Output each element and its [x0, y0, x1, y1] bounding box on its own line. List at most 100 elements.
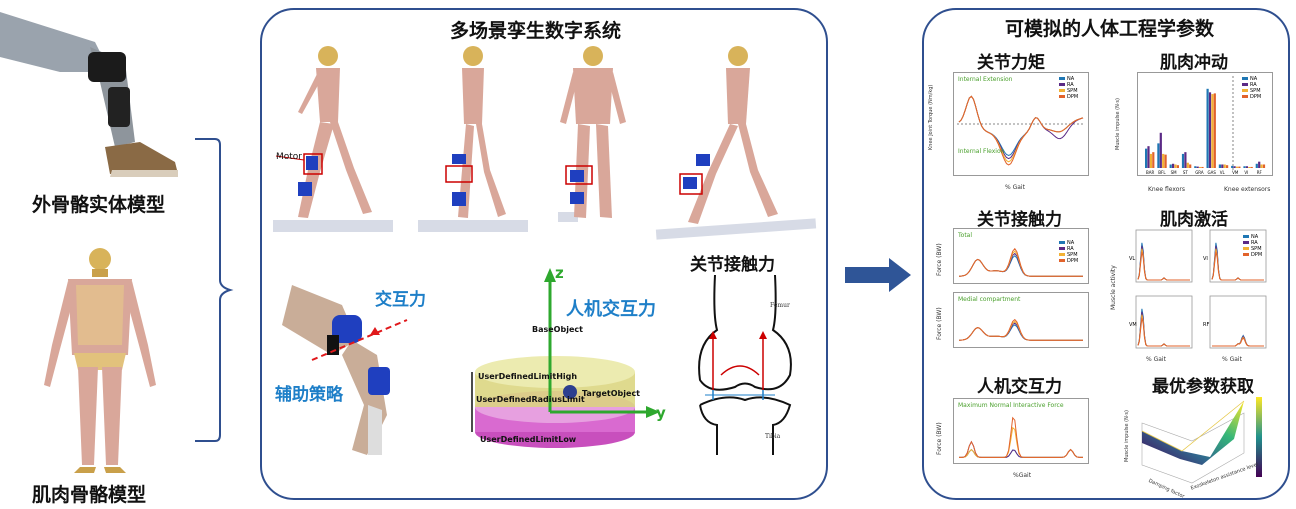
impulse-bar — [1172, 163, 1175, 168]
legend-swatch — [1243, 247, 1249, 250]
joint-moment-line — [958, 95, 1084, 166]
joint-moment-curves — [957, 95, 1085, 166]
joint-contact-total-chart — [953, 228, 1089, 284]
exoskeleton-model-label: 外骨骼实体模型 — [32, 194, 166, 216]
joint-contact-line — [958, 320, 1083, 341]
legend-swatch — [1059, 241, 1065, 244]
y-axis-label: y — [656, 404, 666, 422]
impulse-bar — [1226, 165, 1229, 168]
hmi-force-line — [959, 426, 1083, 458]
jc-ylabel-2: Force (BW) — [936, 307, 943, 340]
impulse-bar — [1194, 166, 1197, 168]
legend-label: SPM — [1067, 88, 1078, 94]
impulse-bar — [1248, 166, 1251, 168]
hmi-force-title: 人机交互力 — [977, 377, 1062, 397]
impulse-bar — [1152, 152, 1155, 168]
legend-swatch — [1059, 89, 1065, 92]
hmi-force-curves — [959, 416, 1083, 458]
assist-strategy-label: 辅助策略 — [275, 385, 343, 405]
hmi-force-line — [959, 440, 1083, 458]
impulse-bar — [1218, 164, 1221, 168]
impulse-category: VI — [1244, 170, 1248, 175]
impulse-bar — [1206, 88, 1209, 168]
impulse-category: SM — [1171, 170, 1178, 175]
limit-high-label: UserDefinedLimitHigh — [478, 372, 578, 381]
impulse-bar — [1145, 148, 1148, 168]
impulse-bar — [1235, 166, 1239, 168]
impulse-bar — [1213, 93, 1216, 168]
musculoskeletal-model-label: 肌肉骨骼模型 — [32, 484, 147, 506]
legend-swatch — [1059, 77, 1065, 80]
joint-contact-title: 关节接触力 — [977, 210, 1062, 230]
base-object-label: BaseObject — [532, 325, 583, 334]
impulse-bar — [1149, 153, 1152, 168]
legend-swatch — [1242, 77, 1248, 80]
activation-line — [1211, 251, 1264, 281]
legend-label: NA — [1067, 240, 1075, 246]
z-axis-label: z — [555, 264, 564, 282]
impulse-group-extensors: Knee extensors — [1224, 186, 1271, 193]
impulse-bar — [1174, 164, 1177, 168]
impulse-bar — [1258, 161, 1261, 168]
impulse-category: BAR — [1146, 170, 1154, 175]
legend-label: NA — [1251, 234, 1259, 240]
activation-ylabel: Muscle activity — [1110, 265, 1117, 310]
digital-twin-title: 多场景孪生数字系统 — [450, 20, 622, 42]
legend-swatch — [1059, 253, 1065, 256]
activation-muscle-label: VM — [1129, 322, 1137, 328]
joint-moment-line — [958, 95, 1084, 157]
legend-swatch — [1059, 95, 1065, 98]
activation-panel — [1209, 295, 1267, 349]
impulse-bar — [1176, 165, 1179, 168]
impulse-bar — [1238, 166, 1241, 168]
joint-contact-medial-curves — [958, 318, 1083, 341]
motor-label: Motor — [276, 152, 303, 162]
activation-muscle-label: RF — [1203, 322, 1209, 328]
impulse-category: BFL — [1158, 170, 1166, 175]
hmi-xlabel: %Gait — [1013, 472, 1032, 479]
activation-muscle-label: VI — [1203, 256, 1208, 262]
impulse-bar — [1231, 165, 1234, 168]
joint-moment-title: 关节力矩 — [977, 53, 1045, 73]
impulse-bar — [1221, 164, 1224, 168]
impulse-bar — [1208, 92, 1212, 168]
target-object-label: TargetObject — [582, 389, 641, 398]
musculoskeletal-figure — [30, 245, 170, 475]
interaction-force-label: 交互力 — [375, 290, 426, 310]
jc-ylabel-1: Force (BW) — [936, 243, 943, 276]
impulse-bar — [1147, 146, 1150, 168]
impulse-group-flexors: Knee flexors — [1148, 186, 1186, 193]
legend-label: DPM — [1250, 94, 1261, 100]
impulse-bar — [1164, 154, 1167, 168]
impulse-bar — [1223, 164, 1226, 168]
hmi-ylabel: Force (BW) — [936, 422, 943, 455]
legend-swatch — [1242, 95, 1248, 98]
impulse-ylabel: Muscle impulse (N·s) — [1115, 98, 1121, 150]
legend-swatch — [1243, 253, 1249, 256]
impulse-category: GAS — [1208, 170, 1217, 175]
joint-contact-total-curves — [958, 247, 1083, 277]
activation-xlabel-1: % Gait — [1146, 356, 1166, 363]
impulse-bar — [1162, 153, 1165, 168]
joint-contact-medial-chart — [953, 292, 1089, 348]
impulse-bar — [1184, 152, 1187, 168]
hmi-note: Maximum Normal Interactive Force — [958, 402, 1064, 409]
optimal-surface-plot — [1141, 397, 1262, 484]
impulse-bar — [1181, 153, 1185, 168]
activation-panel — [1135, 229, 1193, 283]
hmi-force-cylinder-diagram — [471, 268, 660, 448]
hmi-force-label: 人机交互力 — [566, 299, 656, 320]
impulse-bar — [1211, 94, 1214, 168]
gait-scenes — [273, 46, 817, 240]
legend-swatch — [1242, 83, 1248, 86]
activation-line — [1137, 251, 1190, 281]
jm-note-bottom: Internal Flexion — [958, 148, 1005, 155]
legend-label: NA — [1250, 76, 1258, 82]
optimal-zlabel: Muscle impulse (N·s) — [1124, 410, 1130, 462]
muscle-activation-title: 肌肉激活 — [1160, 210, 1228, 230]
legend-swatch — [1243, 241, 1249, 244]
legend-label: RA — [1251, 240, 1258, 246]
